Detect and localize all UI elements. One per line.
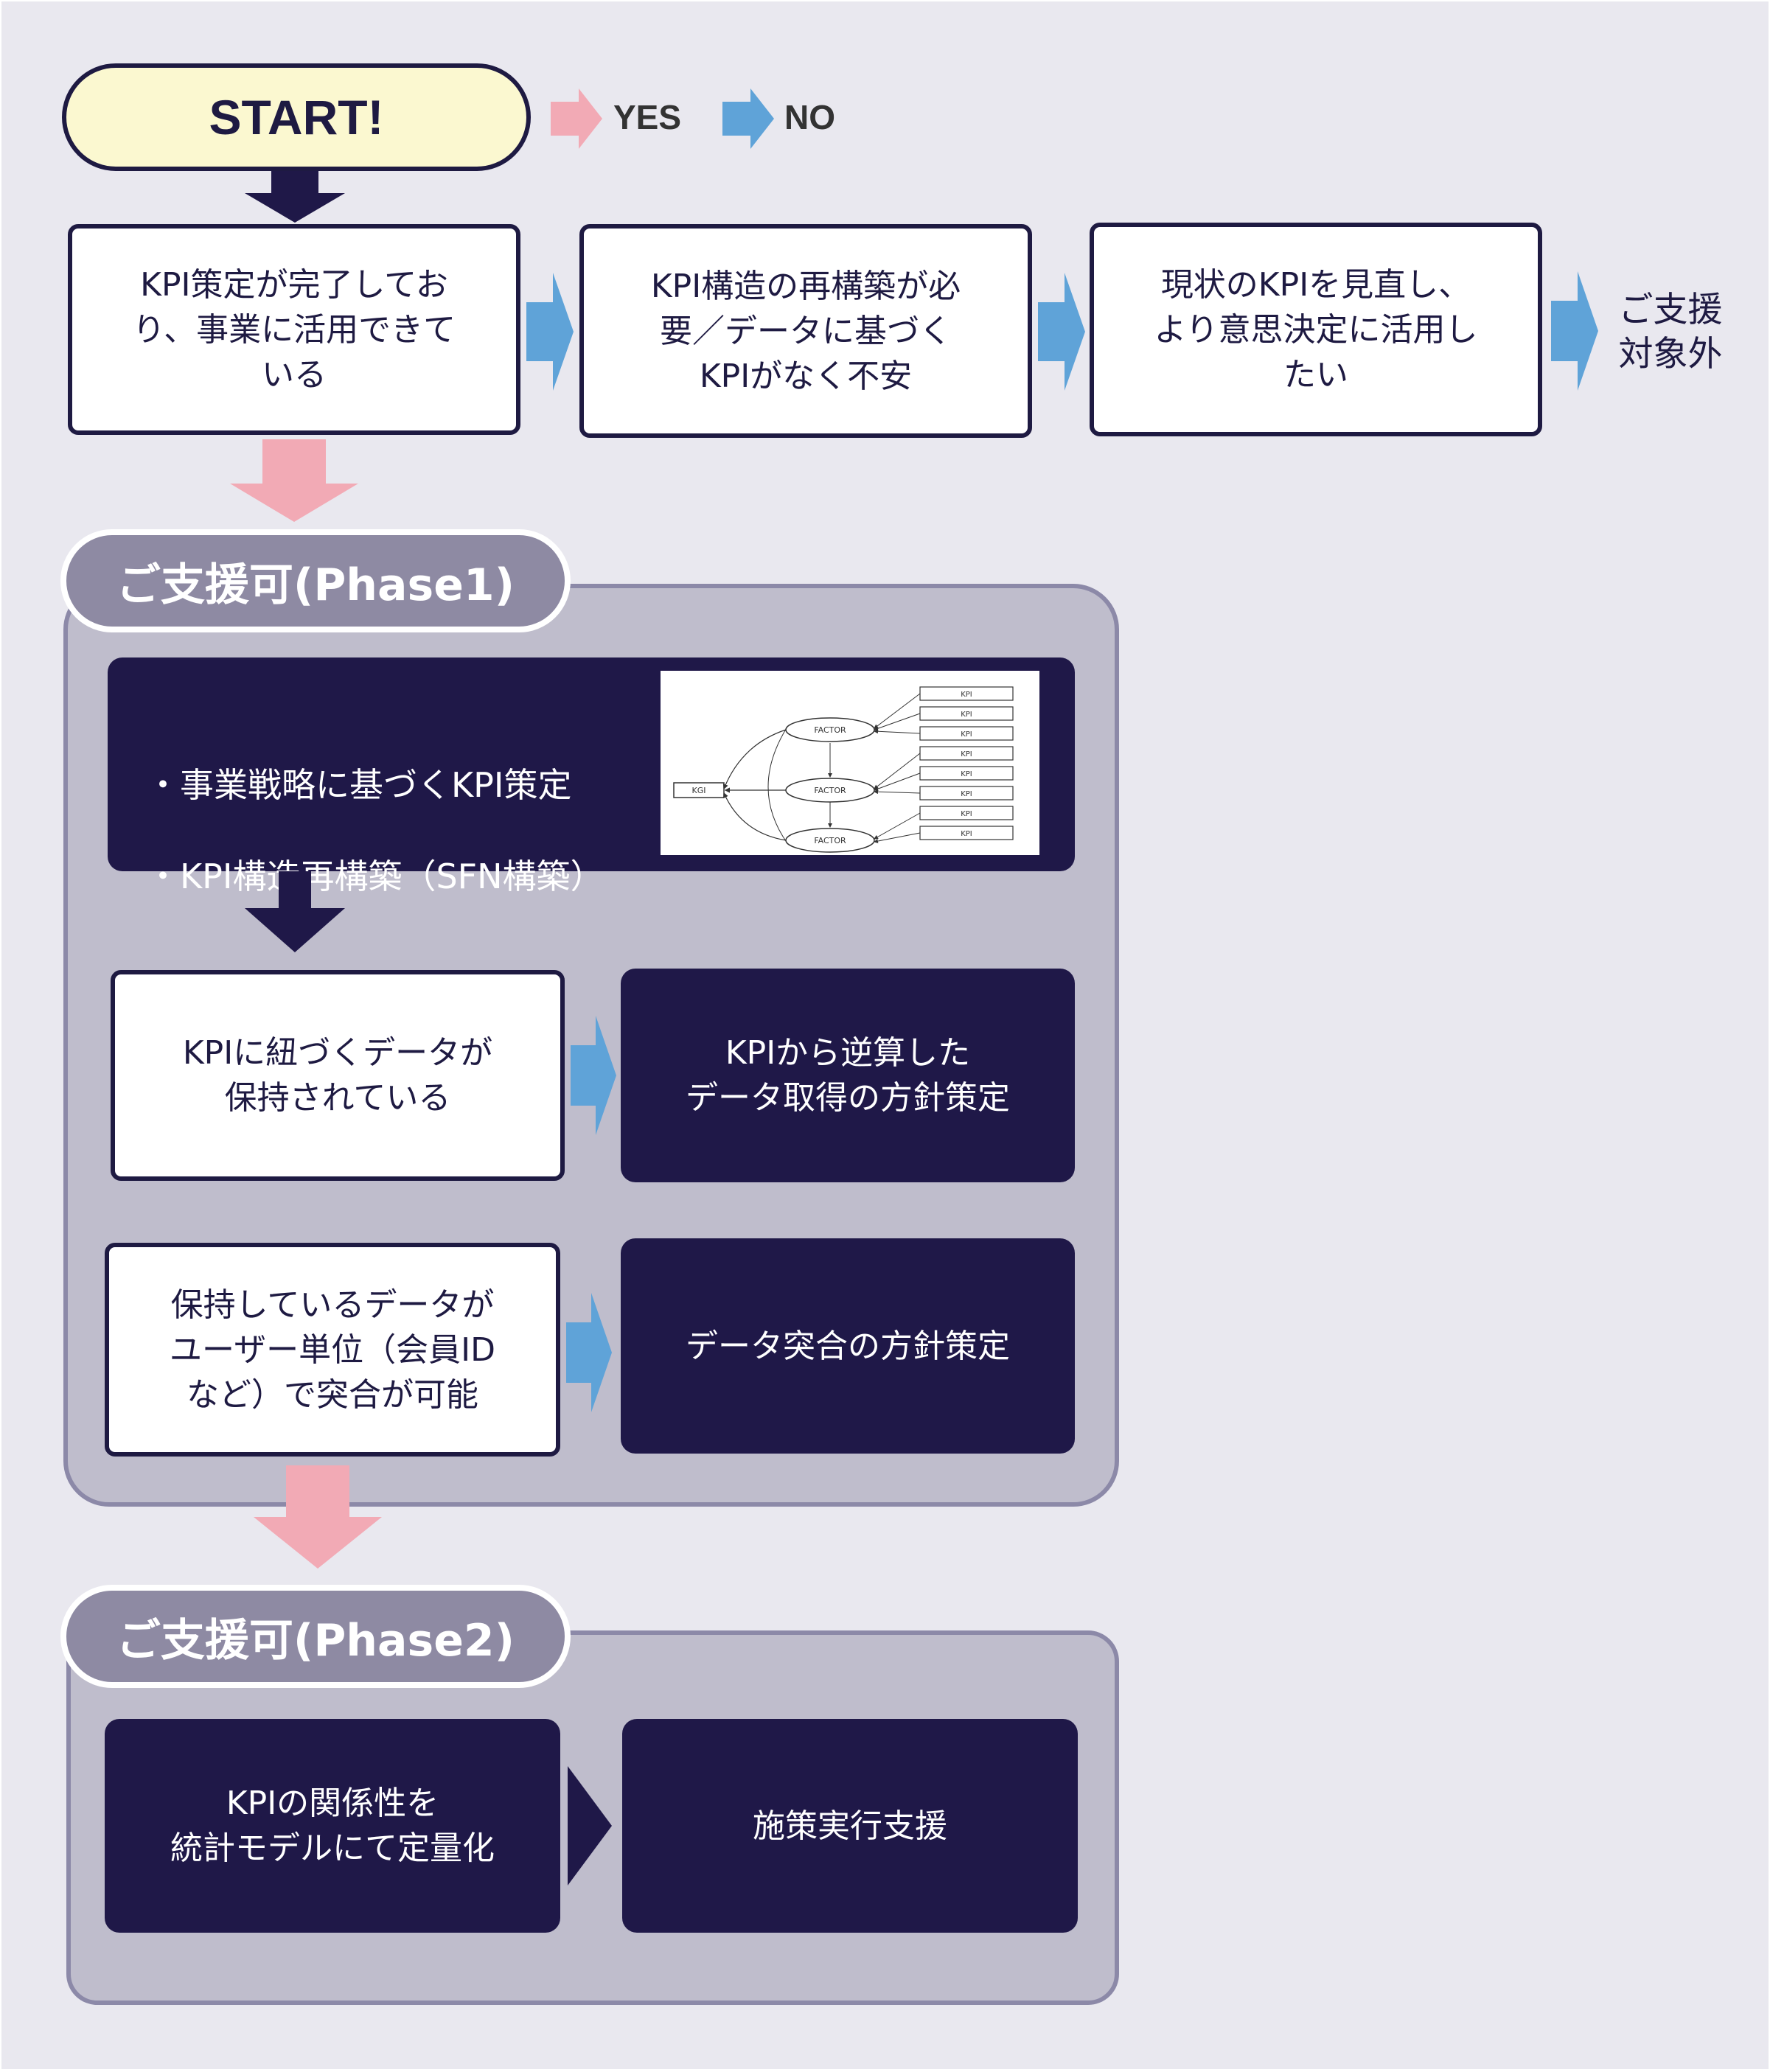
execution-support-box: 施策実行支援 xyxy=(622,1719,1078,1933)
strategy-bullet-2: ・KPI構造再構築（SFN構築） xyxy=(146,857,604,896)
no-arrow-row2-icon xyxy=(566,1293,612,1412)
kgi-label: KGI xyxy=(692,786,706,795)
kpi-completed-box: KPI策定が完了してお り、事業に活用できて いる xyxy=(68,224,520,435)
start-down-arrow-icon xyxy=(245,171,345,223)
factor-label-1: FACTOR xyxy=(814,725,846,735)
legend-no-arrow-icon xyxy=(722,88,774,149)
svg-text:KPI: KPI xyxy=(961,790,972,798)
sfn-structure-diagram: KGI FACTOR FACTOR FACTOR KPI KPI KPI KPI… xyxy=(661,671,1039,855)
svg-text:KPI: KPI xyxy=(961,711,972,719)
no-arrow-1-icon xyxy=(526,273,574,391)
svg-text:KPI: KPI xyxy=(961,730,972,739)
kpi-node-7: KPI xyxy=(919,806,1014,820)
kpi-node-5: KPI xyxy=(919,766,1014,781)
legend-yes-arrow-icon xyxy=(551,88,602,149)
phase2-title: ご支援可(Phase2) xyxy=(60,1585,571,1688)
data-acquisition-policy-box: KPIから逆算した データ取得の方針策定 xyxy=(621,969,1075,1182)
svg-text:KPI: KPI xyxy=(961,750,972,758)
no-arrow-2-icon xyxy=(1038,273,1085,391)
data-held-condition-box: KPIに紐づくデータが 保持されている xyxy=(111,970,565,1181)
phase1-strategy-box: ・事業戦略に基づくKPI策定 ・KPI構造再構築（SFN構築） KGI FACT… xyxy=(108,657,1075,896)
no-arrow-3-icon xyxy=(1551,271,1598,391)
kpi-node-2: KPI xyxy=(919,706,1014,721)
kpi-rebuild-box: KPI構造の再構築が必 要／データに基づく KPIがなく不安 xyxy=(579,224,1032,438)
out-of-scope-label: ご支援 対象外 xyxy=(1618,290,1723,374)
kpi-review-box: 現状のKPIを見直し、 より意思決定に活用し たい xyxy=(1090,223,1542,436)
kpi-node-6: KPI xyxy=(919,786,1014,800)
svg-text:KPI: KPI xyxy=(961,691,972,699)
phase1-down-arrow-icon xyxy=(245,871,345,952)
factor-label-2: FACTOR xyxy=(814,786,846,795)
start-node: START! xyxy=(62,63,531,171)
strategy-bullets: ・事業戦略に基づくKPI策定 ・KPI構造再構築（SFN構築） xyxy=(146,716,604,945)
data-matchable-condition-box: 保持しているデータが ユーザー単位（会員ID など）で突合が可能 xyxy=(105,1243,560,1457)
yes-down-arrow-1-icon xyxy=(230,439,358,522)
phase1-title: ご支援可(Phase1) xyxy=(60,529,571,632)
kpi-to-factor-links xyxy=(874,693,921,843)
statistical-model-box: KPIの関係性を 統計モデルにて定量化 xyxy=(105,1719,560,1933)
kpi-node-3: KPI xyxy=(919,726,1014,741)
kpi-node-8: KPI xyxy=(919,826,1014,840)
kpi-node-4: KPI xyxy=(919,746,1014,761)
kgi-node xyxy=(673,782,725,798)
phase2-step-arrow-icon xyxy=(568,1766,612,1886)
legend-yes-label: YES xyxy=(613,98,682,136)
strategy-bullet-1: ・事業戦略に基づくKPI策定 xyxy=(146,765,572,805)
kpi-node-1: KPI xyxy=(919,686,1014,701)
factor-label-3: FACTOR xyxy=(814,836,846,845)
legend-no-label: NO xyxy=(784,98,835,136)
no-arrow-row1-icon xyxy=(571,1016,616,1135)
yes-down-arrow-2-icon xyxy=(254,1465,382,1569)
data-matching-policy-box: データ突合の方針策定 xyxy=(621,1238,1075,1454)
svg-text:KPI: KPI xyxy=(961,830,972,838)
svg-text:KPI: KPI xyxy=(961,810,972,818)
svg-text:KPI: KPI xyxy=(961,770,972,778)
